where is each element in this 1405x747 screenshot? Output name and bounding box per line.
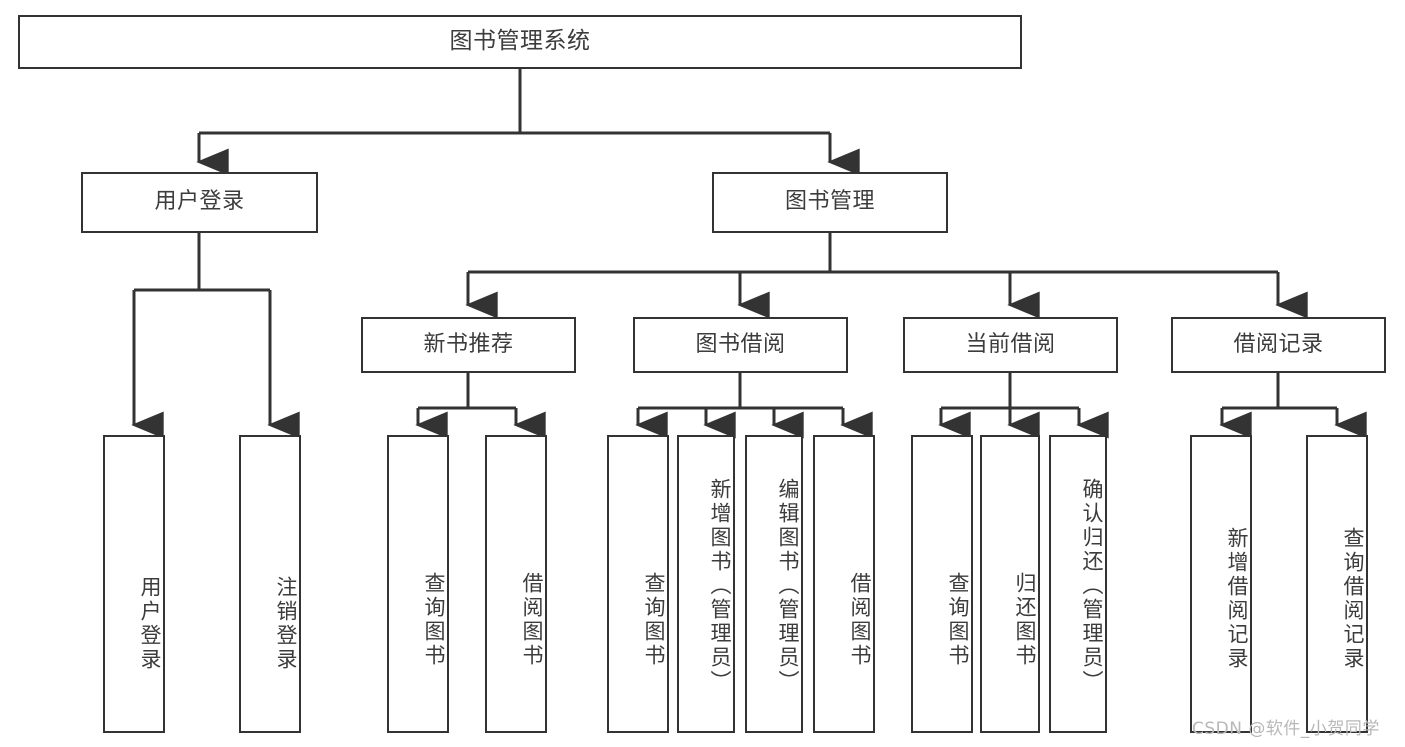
leaf-query-book-recommend[interactable]: 查询图书 xyxy=(387,435,449,733)
node-book-management-system[interactable]: 图书管理系统 xyxy=(18,15,1022,69)
node-new-book-recommend[interactable]: 新书推荐 xyxy=(361,317,576,373)
leaf-query-borrow-record[interactable]: 查询借阅记录 xyxy=(1306,435,1368,733)
node-book-borrow[interactable]: 图书借阅 xyxy=(633,317,848,373)
leaf-logout-login[interactable]: 注销登录 xyxy=(239,435,301,733)
leaf-confirm-return-admin[interactable]: 确认归还（管理员） xyxy=(1049,435,1107,733)
node-borrow-record[interactable]: 借阅记录 xyxy=(1171,317,1386,373)
leaf-query-book-current[interactable]: 查询图书 xyxy=(911,435,973,733)
leaf-edit-book-admin[interactable]: 编辑图书（管理员） xyxy=(745,435,803,733)
leaf-user-login[interactable]: 用户登录 xyxy=(103,435,165,733)
leaf-add-book-admin[interactable]: 新增图书（管理员） xyxy=(677,435,735,733)
leaf-borrow-book-recommend[interactable]: 借阅图书 xyxy=(485,435,547,733)
leaf-query-book-borrow[interactable]: 查询图书 xyxy=(607,435,669,733)
leaf-return-book[interactable]: 归还图书 xyxy=(980,435,1040,733)
node-current-borrow[interactable]: 当前借阅 xyxy=(903,317,1118,373)
csdn-watermark: CSDN @软件_小贺同学 xyxy=(1192,719,1380,739)
node-book-management[interactable]: 图书管理 xyxy=(712,172,948,233)
leaf-add-borrow-record[interactable]: 新增借阅记录 xyxy=(1190,435,1252,733)
node-user-login[interactable]: 用户登录 xyxy=(81,172,318,233)
leaf-borrow-book-borrow[interactable]: 借阅图书 xyxy=(813,435,875,733)
